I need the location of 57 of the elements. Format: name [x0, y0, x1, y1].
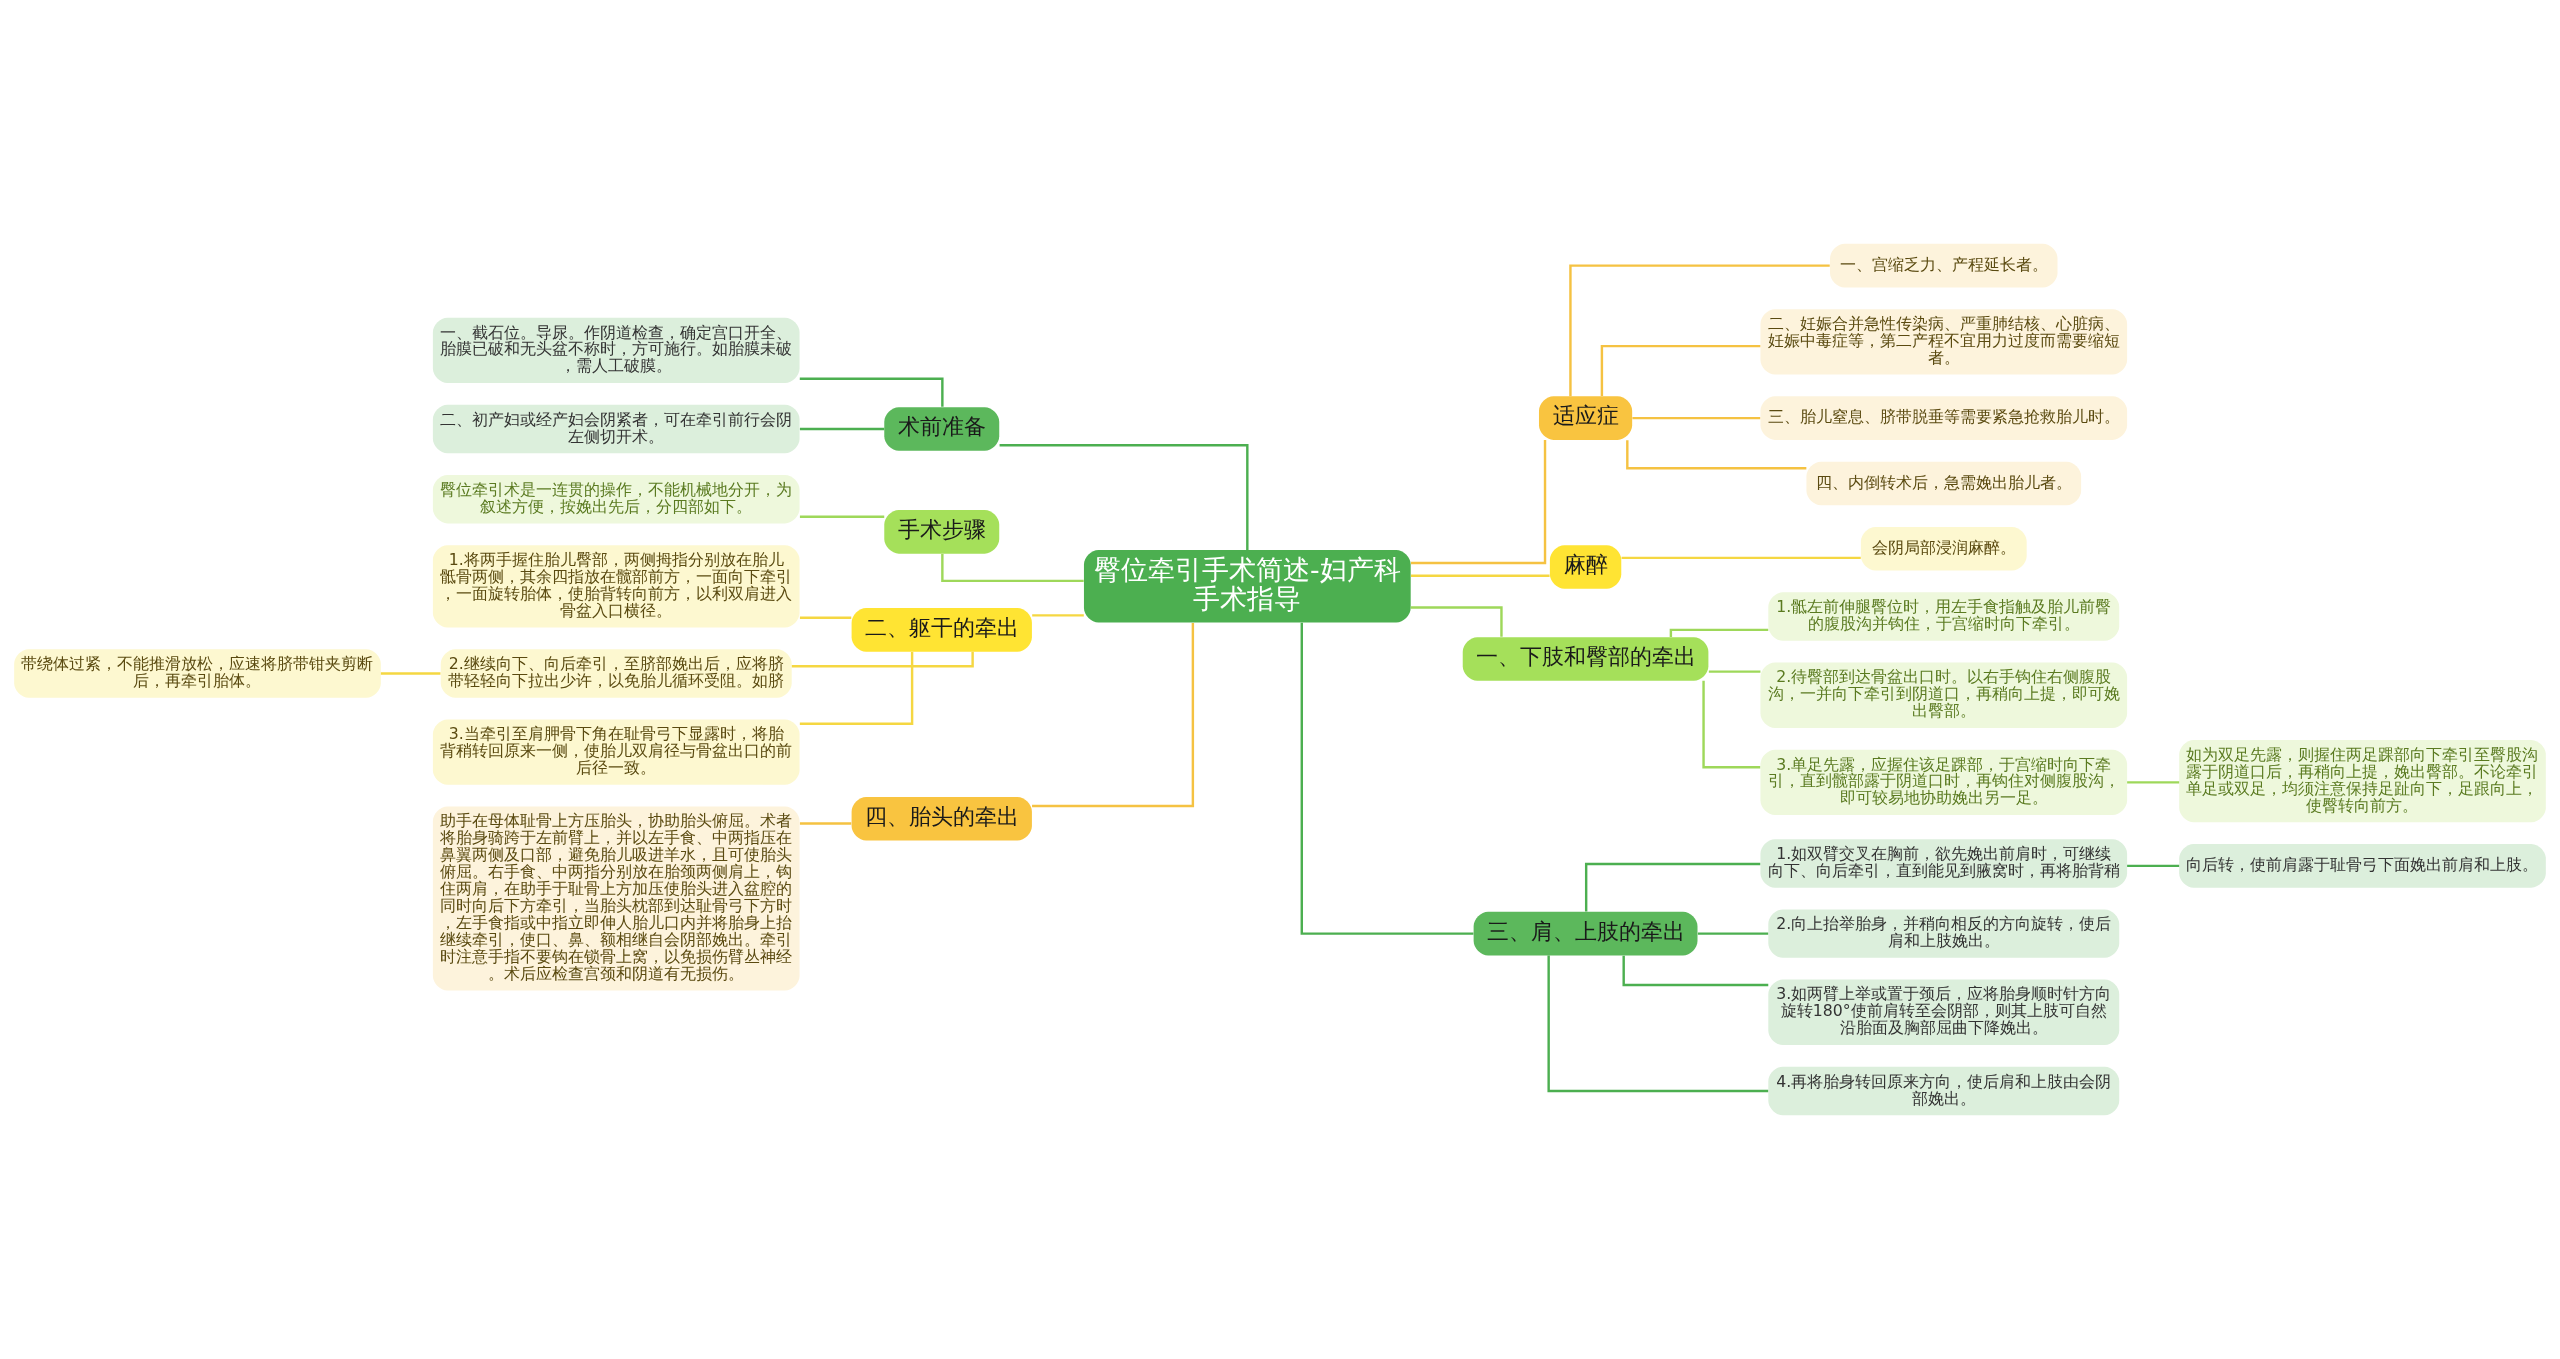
connector: [799, 427, 885, 431]
node-box: 1.骶左前伸腿臀位时，用左手食指触及胎儿前臀的腹股沟并钩住，于宫缩时向下牵引。: [1768, 592, 2120, 641]
connector: [799, 616, 852, 619]
node-box: 适应症: [1539, 396, 1633, 440]
connector: [799, 515, 885, 518]
connector: [1569, 264, 1830, 397]
node-box: 二、初产妇或经产妇会阴紧者，可在牵引前行会阴左侧切开术。: [432, 404, 800, 454]
node-box: 2.继续向下、向后牵引，至脐部娩出后，应将脐带轻轻向下拉出少许，以免胎儿循环受阻。如脐: [440, 649, 792, 698]
node-box: 2.待臀部到达骨盆出口时。以右手钩住右侧腹股沟，一并向下牵引到阴道口，再稍向上提，即可娩出臀部。: [1760, 662, 2128, 728]
connector: [1621, 556, 1861, 560]
connector: [1708, 670, 1761, 673]
node-box: 3.当牵引至肩胛骨下角在耻骨弓下显露时，将胎背稍转回原来一侧，使胎儿双肩径与骨盆出口的前后径一致。: [432, 719, 800, 785]
node-box: 二、妊娠合并急性传染病、严重肺结核、心脏病、妊娠中毒症等，第二产程不宜用力过度而需要缩短者。: [1760, 309, 2128, 375]
node-box: 四、内倒转术后，急需娩出胎儿者。: [1806, 461, 2082, 506]
connector: [1547, 955, 1769, 1093]
connector: [1032, 623, 1195, 808]
node-box: 麻醉: [1549, 545, 1622, 589]
connector: [1032, 614, 1084, 617]
connector: [799, 652, 914, 725]
node-box: 一、宫缩乏力、产程延长者。: [1830, 243, 2058, 288]
node-box: 一、截石位。导尿。作阴道检查，确定宫口开全、胎膜已破和无头盆不称时，方可施行。如胎膜未破，需人工破膜。: [432, 317, 800, 383]
node-box: 带绕体过紧，不能推滑放松，应速将脐带钳夹剪断后，再牵引胎体。: [14, 649, 381, 698]
node-box: 4.再将胎身转回原来方向，使后肩和上肢由会阴部娩出。: [1768, 1066, 2120, 1116]
node-box: 会阴局部浸润麻醉。: [1860, 527, 2027, 571]
node-box: 手术步骤: [884, 510, 1000, 554]
node-box: 助手在母体耻骨上方压胎头，协助胎头俯屈。术者将胎身骑跨于左前臂上，并以左手食、中两指压在鼻翼两侧及口部，避免胎儿吸进羊水，且可使胎头俯屈。右手食、中两指分别放在胎颈两侧肩上，钩住两肩，在助手于耻骨上方加压使胎头进入盆腔的同时向后下方牵引，当胎头枕部到达耻骨弓下方时，左手食指或中指立即伸人胎儿口内并将胎身上抬继续牵引，使口、鼻、额相继自会阴部娩出。牵引时注意手指不要钩在锁骨上窝，以免损伤臂丛神经。术后应检查宫颈和阴道有无损伤。: [432, 806, 800, 991]
node-box: 如为双足先露，则握住两足踝部向下牵引至臀股沟露于阴道口后，再稍向上提，娩出臀部。不论牵引单足或双足，均须注意保持足趾向下，足跟向上，使臀转向前方。: [2179, 740, 2546, 823]
connector: [2127, 864, 2180, 868]
node-box: 1.如双臂交叉在胸前，欲先娩出前肩时，可继续向下、向后牵引，直到能见到腋窝时，再将胎背稍: [1760, 839, 2128, 888]
node-box: 一、下肢和臀部的牵出: [1462, 637, 1709, 681]
connector: [1669, 628, 1769, 637]
node-box: 1.将两手握住胎儿臀部，两侧拇指分别放在胎儿骶骨两侧，其余四指放在髋部前方，一面向下牵引，一面旋转胎体，使胎背转向前方，以利双肩进入骨盆入口横径。: [432, 545, 800, 628]
connector: [799, 822, 852, 825]
connector: [1697, 932, 1769, 935]
connector: [1626, 440, 1807, 470]
connector: [380, 672, 441, 675]
node-box: 向后转，使前肩露于耻骨弓下面娩出前肩和上肢。: [2179, 844, 2546, 888]
connector: [1632, 416, 1761, 420]
node-box: 臀位牵引术是一连贯的操作，不能机械地分开，为叙述方便，按娩出先后，分四部如下。: [432, 475, 800, 524]
node-box: 三、胎儿窒息、脐带脱垂等需要紧急抢救胎儿时。: [1760, 396, 2128, 440]
node-box: 术前准备: [884, 407, 1000, 451]
node-box: 二、躯干的牵出: [851, 608, 1032, 652]
connector: [1600, 344, 1761, 397]
connector: [1702, 680, 1761, 769]
node-box: 3.单足先露，应握住该足踝部，于宫缩时向下牵引，直到髋部露于阴道口时，再钩住对侧腹股沟，即可较易地协助娩出另一足。: [1760, 749, 2128, 816]
node-box: 臀位牵引手术简述-妇产科手术指导: [1083, 550, 1411, 623]
node-box: 3.如两臂上举或置于颈后，应将胎身顺时针方向旋转180°使前肩转至会阴部，则其上肢可自然沿胎面及胸部屈曲下降娩出。: [1768, 979, 2120, 1045]
node-box: 四、胎头的牵出: [851, 796, 1032, 841]
connector: [2127, 781, 2180, 784]
connector: [1300, 622, 1474, 935]
connector: [791, 651, 974, 668]
connector: [1411, 574, 1550, 578]
connector: [1411, 440, 1547, 565]
connector: [999, 444, 1249, 550]
node-box: 三、肩、上肢的牵出: [1473, 911, 1698, 956]
connector: [1584, 862, 1761, 912]
node-box: 2.向上抬举胎身，并稍向相反的方向旋转，使后肩和上肢娩出。: [1768, 909, 2120, 958]
